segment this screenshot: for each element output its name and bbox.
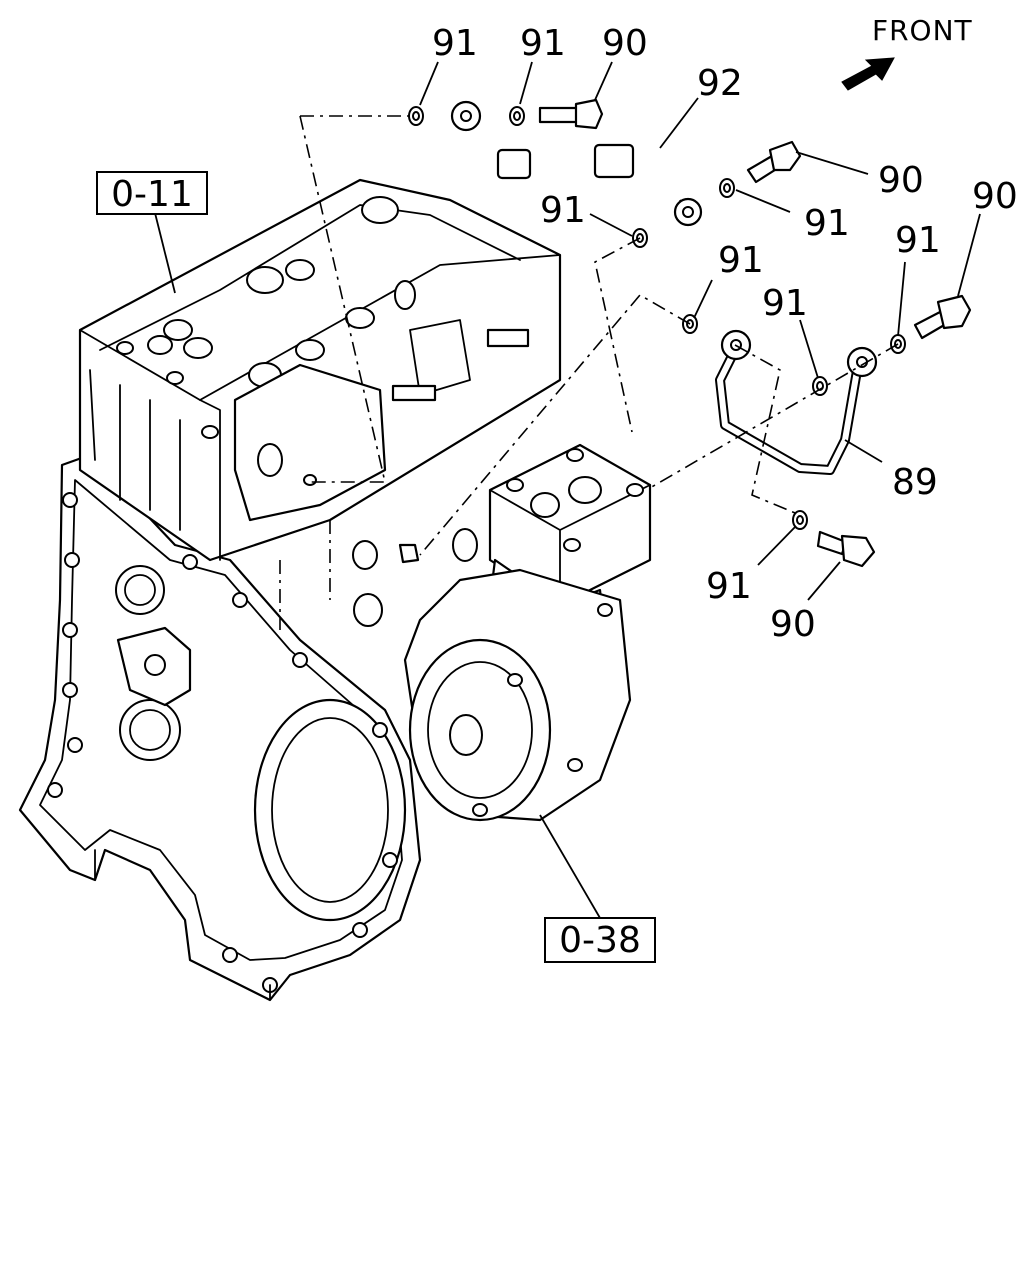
callout: 91 — [432, 23, 478, 64]
ref-box-cylinder-head[interactable]: 0-11 — [96, 171, 208, 215]
front-label: FRONT — [872, 14, 973, 47]
eye-bolt-top — [538, 98, 604, 130]
callout: 91 — [706, 566, 752, 607]
gear-case — [18, 453, 422, 1002]
callout: 92 — [697, 63, 743, 104]
callout: 91 — [804, 203, 850, 244]
callout: 91 — [762, 283, 808, 324]
callout: 90 — [770, 604, 816, 645]
eye-bolt-right-upper — [746, 140, 802, 184]
cylinder-block — [78, 178, 562, 630]
front-arrow-icon — [841, 57, 895, 91]
callout-labels: 91 91 90 92 90 91 91 90 91 91 91 91 89 9… — [432, 23, 1018, 645]
ref-box-cylinder-head-label: 0-11 — [111, 174, 193, 215]
callout: 89 — [892, 462, 938, 503]
callout: 90 — [972, 176, 1018, 217]
callout: 91 — [540, 190, 586, 231]
oil-pipe-89 — [715, 329, 878, 475]
callout: 91 — [895, 220, 941, 261]
eye-bolts — [538, 98, 972, 568]
callout: 91 — [718, 240, 764, 281]
ref-box-engine-component-label: 0-38 — [559, 920, 641, 961]
assembly-lines — [299, 115, 899, 556]
callout: 91 — [520, 23, 566, 64]
front-indicator: FRONT — [841, 14, 973, 91]
eye-bolt-far-right — [913, 294, 972, 340]
pump-assembly — [403, 443, 652, 822]
eye-bolt-lower — [816, 530, 876, 568]
oil-pipe-92 — [450, 100, 703, 227]
callout: 90 — [878, 160, 924, 201]
washers — [408, 106, 906, 530]
leader-lines — [154, 61, 981, 919]
ref-box-engine-component[interactable]: 0-38 — [544, 917, 656, 963]
callout: 90 — [602, 23, 648, 64]
